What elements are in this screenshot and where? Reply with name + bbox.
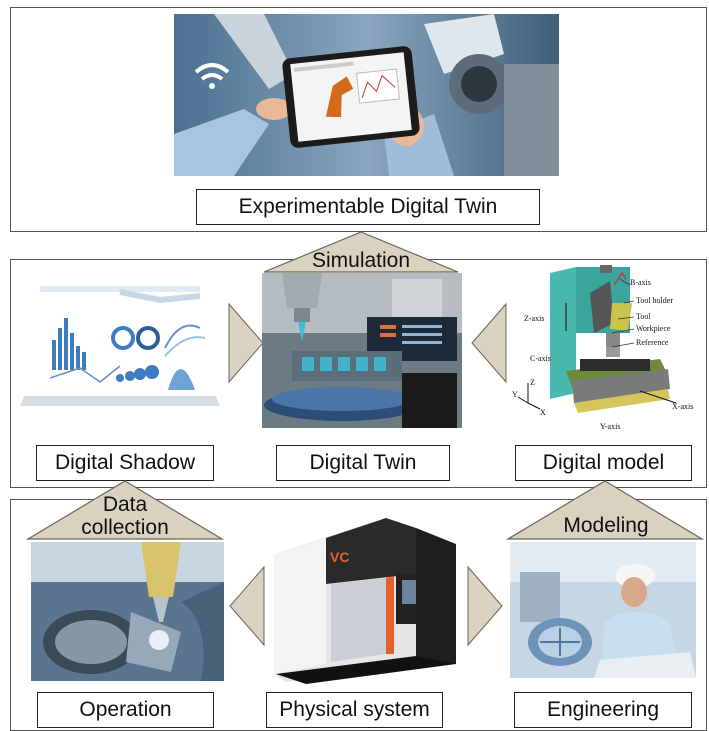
- data-collection-label: Data collection: [58, 493, 192, 539]
- operation-photo: [31, 542, 224, 681]
- physical-system-label: Physical system: [266, 692, 443, 728]
- y-axis-annotation: Y-axis: [600, 422, 620, 431]
- left-arrow-middle-right: [471, 302, 507, 384]
- wifi-icon: [194, 63, 230, 81]
- x-axis-annotation: X-axis: [672, 402, 693, 411]
- left-arrow-bottom: [229, 565, 265, 647]
- z-axis-annotation: Z-axis: [524, 314, 544, 323]
- simulation-label: Simulation: [311, 249, 411, 272]
- left-arrow-middle-left: [228, 302, 264, 384]
- digital-model-diagram: B-axis Tool holder Tool Workpiece Refere…: [510, 263, 705, 435]
- reference-annotation: Reference: [636, 338, 669, 347]
- data-collection-label-line1: Data: [102, 493, 148, 516]
- engineering-photo: [510, 542, 696, 678]
- digital-twin-machine-image: [262, 273, 462, 428]
- modeling-arrow: [506, 480, 704, 540]
- experimentable-digital-twin-label: Experimentable Digital Twin: [196, 189, 540, 225]
- tool-annotation: Tool: [636, 312, 651, 321]
- tablet-robot-photo: [174, 14, 559, 176]
- digital-shadow-dashboard-image: [20, 278, 220, 413]
- data-collection-label-line2: collection: [81, 516, 169, 539]
- workpiece-annotation: Workpiece: [636, 324, 671, 333]
- coord-z-annotation: Z: [530, 378, 535, 387]
- data-collection-arrow: [26, 480, 224, 540]
- modeling-label: Modeling: [563, 514, 649, 537]
- coord-x-annotation: X: [540, 408, 546, 417]
- coord-y-annotation: Y: [512, 390, 518, 399]
- digital-model-label: Digital model: [515, 445, 692, 481]
- tool-holder-annotation: Tool holder: [636, 296, 673, 305]
- c-axis-annotation: C-axis: [530, 354, 551, 363]
- right-arrow-bottom: [467, 565, 503, 647]
- simulation-arrow: [263, 231, 459, 273]
- physical-machine-photo: VC: [266, 514, 464, 684]
- machine-brand-text: VC: [330, 549, 349, 565]
- b-axis-annotation: B-axis: [630, 278, 651, 287]
- digital-shadow-label: Digital Shadow: [36, 445, 214, 481]
- digital-twin-label: Digital Twin: [276, 445, 450, 481]
- operation-label: Operation: [37, 692, 214, 728]
- engineering-label: Engineering: [514, 692, 692, 728]
